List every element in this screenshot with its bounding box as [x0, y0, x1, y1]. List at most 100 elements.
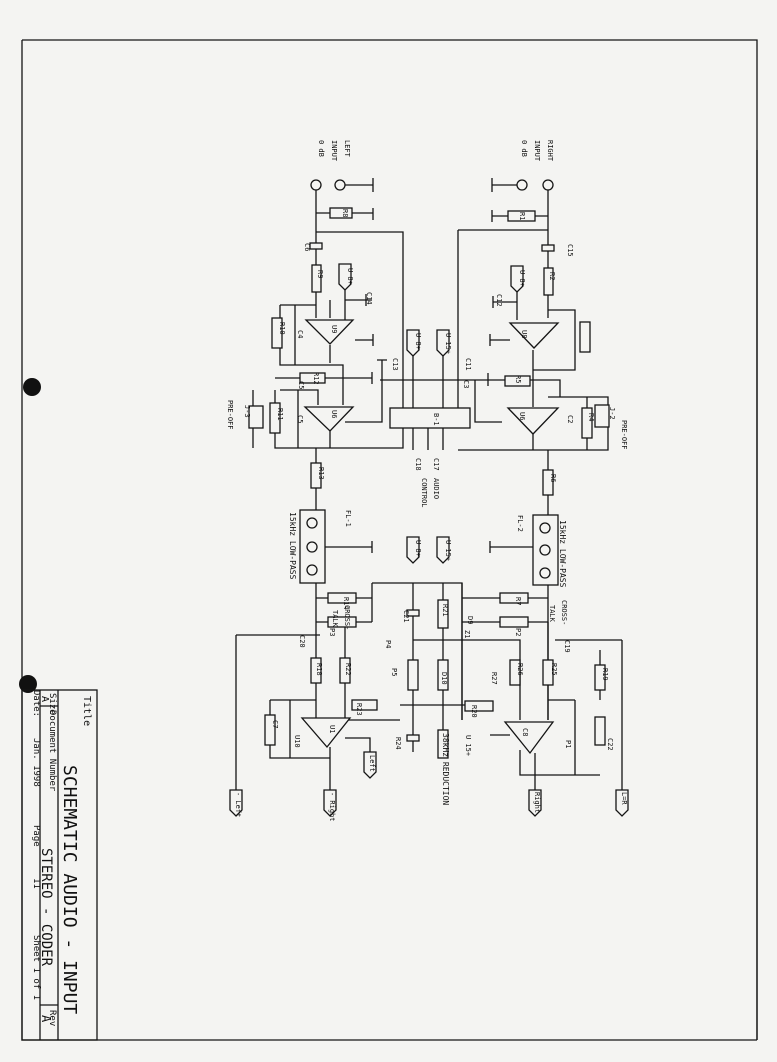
component-label: C18 — [414, 458, 422, 471]
component-label: R11 — [276, 408, 284, 421]
size-label: Size — [47, 693, 57, 715]
component-label: U 8+ — [414, 540, 422, 557]
component-label: C6 — [303, 243, 311, 251]
component-label: LEFT — [343, 140, 351, 158]
component-label: R24 — [394, 737, 402, 750]
size-value: A — [39, 696, 50, 702]
component-label: R10 — [278, 322, 286, 335]
component-label: C12 — [495, 294, 503, 307]
title-block — [21, 689, 98, 1041]
component-label: P3 — [328, 628, 336, 636]
date-value: Jan. 1998 — [31, 738, 41, 787]
wiring — [235, 178, 623, 790]
component-label: C21 — [402, 610, 410, 623]
component-label: D9 — [466, 616, 474, 624]
component-label: C2 — [566, 415, 574, 423]
component-label: U 15+ — [444, 333, 452, 354]
component-label: U6 — [330, 410, 338, 418]
component-label: U 15+ — [444, 540, 452, 561]
component-label: U9 — [330, 325, 338, 333]
component-label: AUDIO — [432, 478, 440, 499]
component-label: C20 — [298, 635, 306, 648]
component-label: C11 — [464, 358, 472, 371]
component-label: R19 — [601, 668, 609, 681]
component-label: Z1 — [463, 630, 471, 638]
component-label: R6 — [549, 474, 557, 482]
component-label: R22 — [344, 663, 352, 676]
drawing-title: SCHEMATIC AUDIO - INPUT — [59, 765, 80, 1014]
title-block-text: Title SCHEMATIC AUDIO - INPUT Size A Doc… — [31, 690, 92, 1026]
component-label: R27 — [490, 672, 498, 685]
component-label: R7 — [514, 597, 522, 605]
component-label: 0 dB — [317, 140, 325, 157]
component-label: Left — [368, 755, 376, 772]
page-label: Page — [31, 825, 41, 847]
rev-value: A — [39, 1015, 53, 1023]
component-label: L=R — [620, 792, 628, 805]
component-label: C3 — [462, 380, 470, 388]
component-label: R1 — [518, 212, 526, 220]
component-label: R4 — [587, 413, 595, 421]
component-label: 38kHz REDUCTION — [441, 733, 450, 805]
component-label: P5 — [390, 668, 398, 676]
component-label: U8 — [520, 330, 528, 338]
component-label: R26 — [516, 663, 524, 676]
component-label: C19 — [563, 640, 571, 653]
component-label: RIGHT — [546, 140, 554, 162]
component-label: TALK — [548, 605, 556, 623]
component-label: P1 — [564, 740, 572, 748]
component-label: U 8+ — [346, 268, 354, 285]
component-label: U 8+ — [414, 333, 422, 350]
component-label: R20 — [470, 705, 478, 718]
component-label: R13 — [317, 467, 325, 480]
component-label: C17 — [432, 458, 440, 471]
date-label: Date: — [31, 690, 41, 717]
component-label: CONTROL — [420, 478, 428, 508]
punch-hole — [19, 675, 37, 693]
component-label: J-3 — [243, 405, 251, 418]
component-label: U10 — [293, 735, 301, 748]
component-label: PRE-OFF — [620, 420, 628, 450]
punch-hole — [23, 378, 41, 396]
component-label: CROSS- — [343, 605, 351, 630]
component-label: FL-2 — [516, 515, 524, 532]
rev-label: Rev — [47, 1010, 57, 1026]
page-value: 11 — [31, 878, 41, 889]
component-label: FL-1 — [344, 510, 352, 527]
component-label: U 8+ — [518, 270, 526, 287]
component-label: C15 — [566, 244, 574, 257]
component-label: 15kHz LOW-PASS — [288, 512, 297, 580]
component-label: Right — [533, 792, 541, 813]
components — [229, 179, 629, 817]
component-label: C5 — [297, 381, 305, 389]
component-label: - Right — [328, 792, 336, 822]
component-label: R8 — [341, 209, 349, 217]
component-label: R5 — [514, 375, 522, 383]
component-label: PRE-OFF — [226, 400, 234, 430]
component-label: R12 — [312, 372, 320, 385]
component-label: 0 dB — [520, 140, 528, 157]
component-label: R2 — [548, 272, 556, 280]
component-label: R14 — [342, 597, 350, 610]
component-label: R9 — [316, 270, 324, 278]
sheet-border — [21, 39, 758, 1041]
component-label: P2 — [514, 628, 522, 636]
component-label: C4 — [296, 330, 304, 338]
component-label: CROSS- — [560, 600, 568, 625]
component-label: D10 — [440, 672, 448, 685]
component-label: U1 — [328, 725, 336, 733]
component-label: R23 — [355, 703, 363, 716]
component-label: C5 — [296, 415, 304, 423]
component-label: B-1 — [432, 413, 440, 426]
component-label: - Left — [234, 792, 242, 817]
document-number: STEREO - CODER — [38, 848, 54, 967]
component-label: C22 — [606, 738, 614, 751]
component-label: R25 — [550, 663, 558, 676]
component-label: 15kHz LOW-PASS — [558, 520, 567, 588]
component-label: U 15+ — [464, 735, 472, 756]
component-label: TALK — [331, 610, 339, 628]
sheet-value: Sheet 1 of 1 — [31, 935, 41, 1000]
component-label: R18 — [315, 663, 323, 676]
